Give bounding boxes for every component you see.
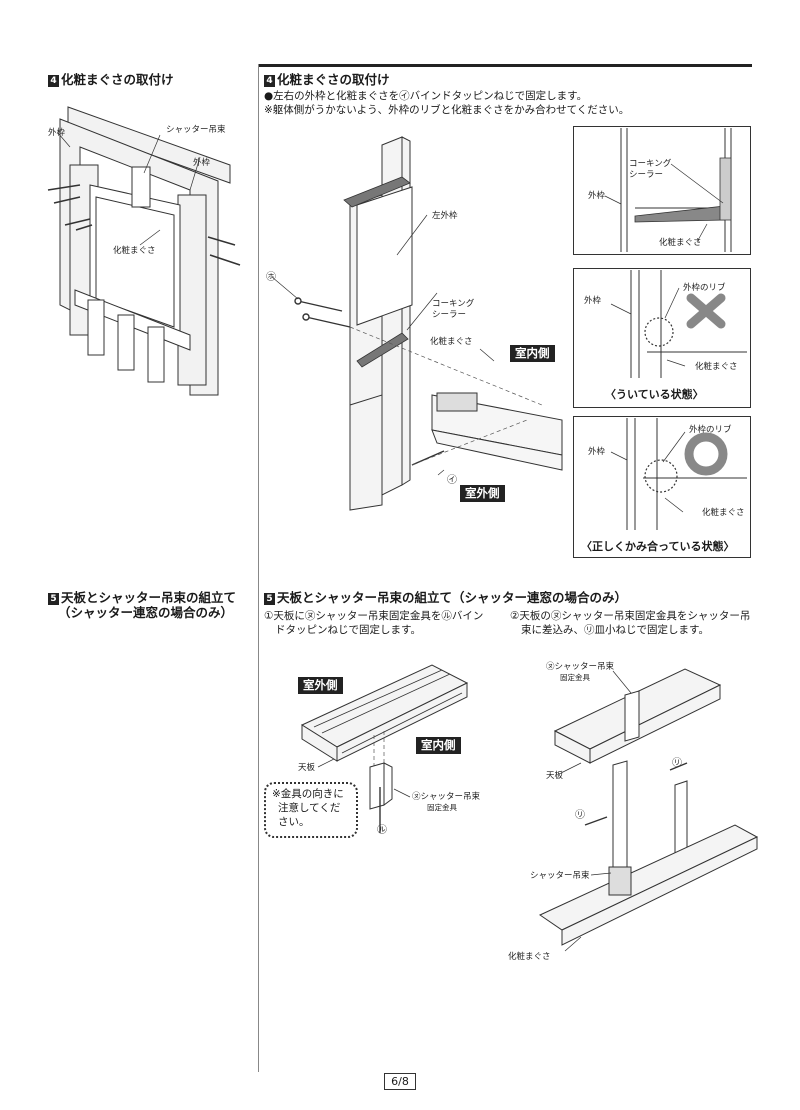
step2-line1: ②天板の㋦シャッター吊束固定金具をシャッター吊 — [510, 610, 751, 622]
section4-main-illustration — [271, 136, 563, 511]
fig1-badge-shitsunai: 室内側 — [416, 737, 461, 754]
label-sealer: シーラー — [432, 310, 467, 320]
box3-rib: 外枠のリブ — [689, 425, 732, 435]
fig2-label-bracket: ㋦シャッター吊束 — [546, 662, 615, 672]
detail-engaged-illustration — [610, 418, 747, 530]
part-i-marker: ㋑ — [447, 475, 457, 486]
detail-box-floating — [573, 268, 751, 408]
left-section5-subtitle: （シャッター連窓の場合のみ） — [58, 605, 234, 620]
note-line1: ※金具の向きに — [272, 788, 344, 800]
box3-sotowaku: 外枠 — [588, 447, 606, 457]
detail-sealer-illustration — [604, 128, 732, 252]
top-board-bracket-illustration — [300, 664, 469, 833]
fig2-part-wo2: ㋷ — [575, 810, 585, 821]
column-divider — [258, 64, 259, 1072]
label-kesho-magusa: 化粧まぐさ — [430, 337, 473, 347]
left-label-sotowaku-right: 外枠 — [193, 158, 211, 168]
box2-sotowaku: 外枠 — [584, 296, 602, 306]
note-line3: さい。 — [278, 816, 310, 828]
note-bubble — [264, 782, 358, 838]
left-label-shutter: シャッター吊束 — [166, 125, 226, 135]
box3-magusa: 化粧まぐさ — [702, 508, 745, 518]
fig1-badge-shitsugai: 室外側 — [298, 677, 343, 694]
box2-caption: 〈ういている状態〉 — [605, 388, 704, 401]
fig1-label-bracket2: 固定金具 — [427, 803, 457, 812]
badge-shitsugai: 室外側 — [460, 485, 505, 502]
detail-floating-illustration — [610, 270, 747, 378]
step1-line2: ドタッピンねじで固定します。 — [275, 624, 421, 636]
shutter-hanger-assembly-illustration — [538, 668, 759, 952]
fig1-label-tenban: 天板 — [298, 763, 316, 773]
badge-shitsunai: 室内側 — [510, 345, 555, 362]
fig2-label-bracket2: 固定金具 — [560, 673, 590, 682]
box1-sealer: シーラー — [629, 170, 664, 180]
section4-instruction: ●左右の外枠と化粧まぐさを㋑バインドタッピンねじで固定します。 — [264, 90, 588, 102]
step1-line1: ①天板に㋦シャッター吊束固定金具を㋸バイン — [264, 610, 484, 622]
box1-sotowaku: 外枠 — [588, 191, 606, 201]
step2-line2: 束に差込み、㋷皿小ねじで固定します。 — [521, 624, 709, 636]
fig2-part-wo1: ㋷ — [672, 758, 682, 769]
fig1-part-ru: ㋸ — [377, 825, 387, 836]
part-ho-marker: ㋭ — [266, 272, 276, 283]
left-label-sotowaku: 外枠 — [48, 128, 66, 138]
box2-rib: 外枠のリブ — [683, 283, 726, 293]
fig2-label-shutter: シャッター吊束 — [530, 871, 590, 881]
window-overview-illustration — [47, 106, 241, 396]
box1-caulking: コーキング — [629, 159, 672, 169]
box3-caption: 〈正しくかみ合っている状態〉 — [581, 540, 735, 553]
box1-magusa: 化粧まぐさ — [659, 238, 702, 248]
page-number: 6/8 — [384, 1073, 416, 1090]
note-line2: 注意してくだ — [278, 802, 341, 814]
header-rule — [258, 64, 752, 67]
fig2-label-magusa: 化粧まぐさ — [508, 952, 551, 962]
fig2-label-tenban: 天板 — [546, 771, 564, 781]
label-hidari-sotowaku: 左外枠 — [432, 211, 458, 221]
fig1-label-bracket: ㋦シャッター吊束 — [412, 792, 481, 802]
label-caulking: コーキング — [432, 299, 475, 309]
box2-magusa: 化粧まぐさ — [695, 362, 738, 372]
left-label-magusa: 化粧まぐさ — [113, 246, 156, 256]
section4-note: ※躯体側がうかないよう、外枠のリブと化粧まぐさをかみ合わせてください。 — [264, 104, 630, 116]
